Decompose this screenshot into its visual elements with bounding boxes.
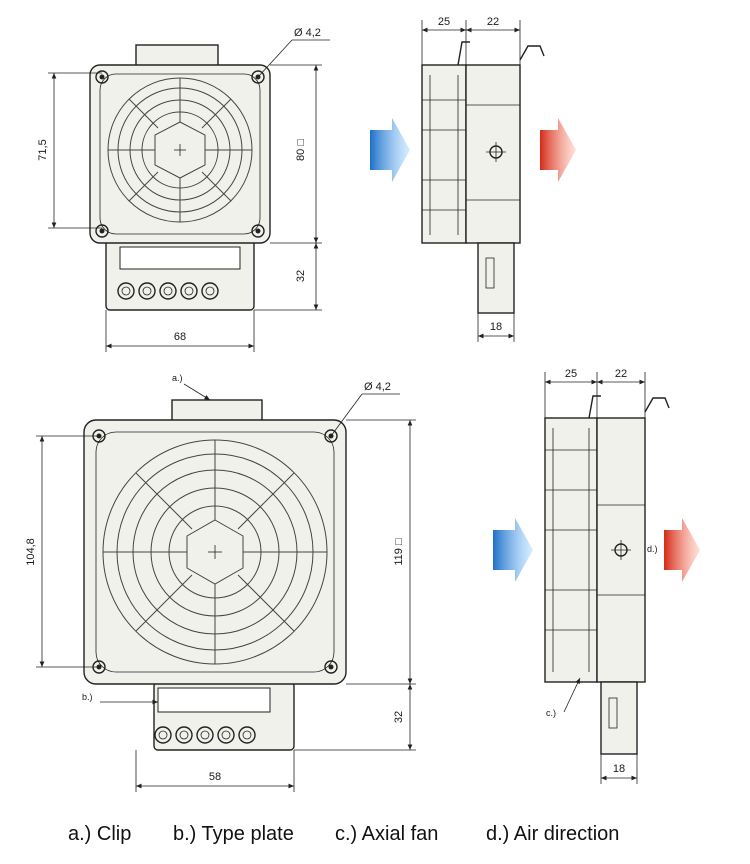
small-fan-grill bbox=[107, 77, 253, 223]
large-air-in-arrow bbox=[493, 518, 533, 582]
small-heater-section bbox=[465, 64, 521, 244]
large-depth-fan: 25 bbox=[565, 368, 577, 380]
large-fan-marker: c.) bbox=[546, 708, 556, 718]
large-housing-height: 119 □ bbox=[393, 538, 405, 566]
small-front-view: Ø 4,2 71,5 80 □ 32 68 bbox=[37, 27, 330, 352]
large-side-clip bbox=[588, 395, 601, 419]
large-dimensions: a.) Ø 4,2 104,8 119 □ 32 b.) 58 bbox=[25, 373, 416, 792]
small-air-out-arrow bbox=[540, 118, 576, 182]
large-mounting-holes bbox=[92, 429, 338, 674]
small-clip bbox=[135, 44, 219, 68]
small-dimensions: Ø 4,2 71,5 80 □ 32 68 bbox=[37, 27, 330, 352]
small-side-dimensions: 25 22 18 bbox=[421, 16, 521, 342]
small-side-terminal bbox=[477, 242, 515, 314]
small-terminal-depth: 18 bbox=[490, 321, 502, 333]
small-depth-heater: 22 bbox=[487, 16, 499, 28]
small-hole-diameter: Ø 4,2 bbox=[294, 27, 321, 39]
legend: a.) Clip b.) Type plate c.) Axial fan d.… bbox=[68, 823, 619, 845]
large-plate-marker: b.) bbox=[82, 692, 93, 702]
large-side-terminal bbox=[600, 681, 638, 755]
large-front-view: a.) Ø 4,2 104,8 119 □ 32 b.) 58 bbox=[25, 373, 416, 792]
large-terminal-screws bbox=[154, 726, 256, 744]
small-terminal-screws bbox=[117, 282, 219, 300]
small-fan-section bbox=[421, 64, 467, 244]
large-terminal-width: 58 bbox=[209, 771, 221, 783]
large-type-plate bbox=[157, 687, 271, 713]
small-hole-spacing: 71,5 bbox=[37, 139, 49, 160]
legend-item-axial-fan: c.) Axial fan bbox=[335, 823, 438, 845]
large-hole-spacing: 104,8 bbox=[25, 538, 37, 566]
large-fan-section bbox=[544, 417, 598, 683]
small-housing-height: 80 □ bbox=[295, 139, 307, 161]
large-depth-heater: 22 bbox=[615, 368, 627, 380]
small-side-view: 25 22 18 bbox=[370, 16, 576, 342]
small-air-in-arrow bbox=[370, 118, 410, 182]
small-depth-fan: 25 bbox=[438, 16, 450, 28]
legend-item-type-plate: b.) Type plate bbox=[173, 823, 294, 845]
small-terminal-height: 32 bbox=[295, 270, 307, 282]
large-terminal-depth: 18 bbox=[613, 763, 625, 775]
legend-item-air-direction: d.) Air direction bbox=[486, 823, 619, 845]
small-terminal-width: 68 bbox=[174, 331, 186, 343]
small-mounting-holes bbox=[95, 70, 265, 238]
large-air-out-arrow bbox=[664, 518, 700, 582]
large-fan-grill bbox=[102, 439, 328, 665]
large-side-dimensions: 25 22 c.) d.) 18 bbox=[544, 368, 658, 784]
large-clip-marker: a.) bbox=[172, 373, 183, 383]
legend-item-clip: a.) Clip bbox=[68, 823, 131, 845]
small-type-plate bbox=[119, 246, 241, 270]
large-hole-diameter: Ø 4,2 bbox=[364, 381, 391, 393]
small-side-clip bbox=[457, 41, 470, 66]
large-side-view: 25 22 c.) d.) 18 bbox=[493, 368, 700, 784]
large-terminal-height: 32 bbox=[393, 711, 405, 723]
large-air-marker: d.) bbox=[647, 544, 658, 554]
